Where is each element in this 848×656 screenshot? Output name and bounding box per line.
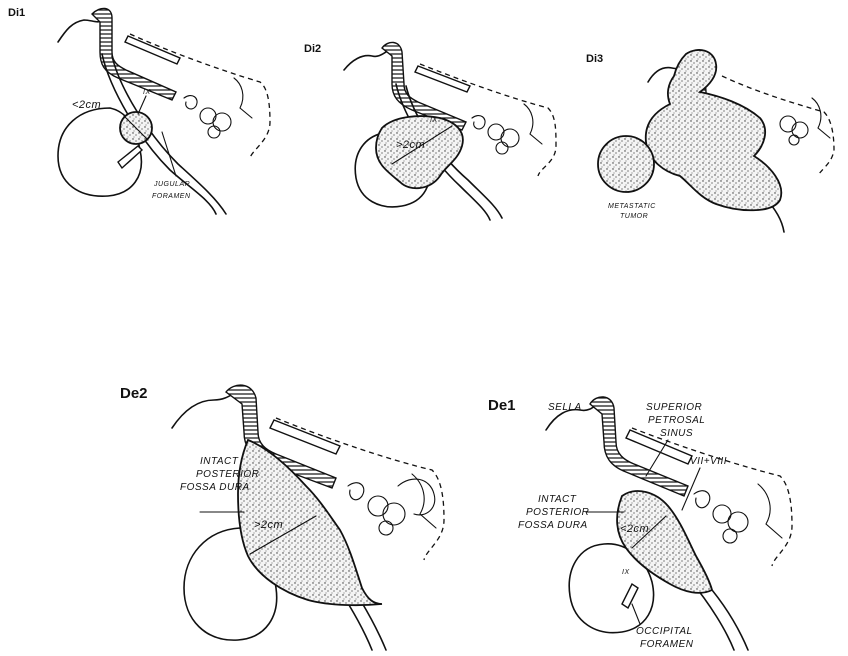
nerve-label-di2: IX	[430, 117, 438, 124]
panel-de2: De2 >2cm INTACT POSTERIOR FOSSA DURA	[120, 385, 444, 650]
leader-line	[632, 604, 640, 624]
intact-dura-label-de1-2: POSTERIOR	[526, 507, 589, 518]
panel-di3: Di3 METASTATIC TUMOR	[586, 50, 834, 232]
inner-ear-icon	[184, 78, 252, 138]
inner-ear-icon	[694, 484, 782, 543]
occipital-foramen-label-1: OCCIPITAL	[636, 626, 693, 637]
inner-ear-icon	[472, 104, 542, 154]
petrosal-sinus-tube	[270, 420, 340, 454]
panel-de1: De1 <2cm IX VII+VIII SELLA SUPERIOR PETR…	[488, 397, 792, 650]
intact-dura-label-1: INTACT	[200, 456, 239, 467]
intact-dura-label-de1-1: INTACT	[538, 494, 577, 505]
panel-label-de2: De2	[120, 385, 148, 402]
panel-label-di2: Di2	[304, 43, 321, 55]
occipital-foramen-label-2: FORAMEN	[640, 639, 694, 650]
nerve-label-de1: IX	[622, 569, 630, 576]
sella-outline	[344, 50, 390, 70]
panel-di2: Di2 >2cm IX	[304, 42, 556, 220]
panel-di1: Di1 <2cm IX JUGULAR FORAMEN	[8, 7, 270, 214]
intact-dura-label-2: POSTERIOR	[196, 469, 259, 480]
measure-label-de2: >2cm	[254, 519, 283, 531]
metastatic-tumor	[598, 136, 654, 192]
measure-label-di1: <2cm	[72, 99, 101, 111]
sps-label-1: SUPERIOR	[646, 402, 702, 413]
sella-label: SELLA	[548, 402, 582, 413]
panel-label-di3: Di3	[586, 53, 603, 65]
panel-label-di1: Di1	[8, 7, 25, 19]
inner-ear-icon	[348, 474, 436, 535]
petrosal-sinus-tube	[415, 66, 470, 92]
tumor-di3-primary	[646, 50, 782, 210]
nerve-tube	[622, 584, 638, 608]
measure-label-di2: >2cm	[396, 139, 425, 151]
nerve-tube	[118, 146, 142, 168]
jugular-foramen-label-2: FORAMEN	[152, 193, 191, 200]
sella-outline	[58, 20, 102, 42]
leader-line	[138, 96, 146, 114]
metastatic-label-2: TUMOR	[620, 213, 648, 220]
nerve-label-di1: IX	[143, 89, 151, 96]
metastatic-label-1: METASTATIC	[608, 203, 656, 210]
intact-dura-label-3: FOSSA DURA	[180, 482, 250, 493]
measure-label-de1: <2cm	[620, 523, 649, 535]
jugular-foramen-label-1: JUGULAR	[153, 181, 190, 188]
petrosal-sinus-tube	[125, 36, 180, 64]
nerve-pair-label: VII+VIII	[690, 456, 727, 467]
sps-label-2: PETROSAL	[648, 415, 705, 426]
sps-label-3: SINUS	[660, 428, 693, 439]
intact-dura-label-de1-3: FOSSA DURA	[518, 520, 588, 531]
inner-ear-icon	[780, 98, 830, 145]
panel-label-de1: De1	[488, 397, 516, 414]
